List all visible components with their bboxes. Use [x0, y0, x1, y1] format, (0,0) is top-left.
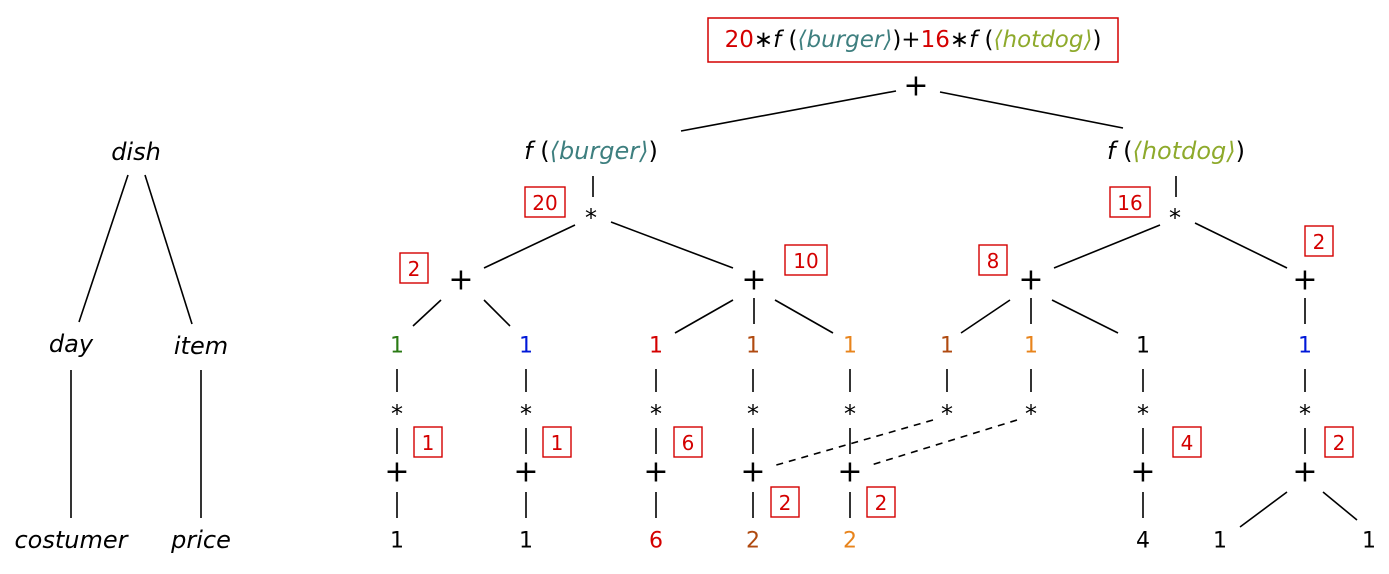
schema-edge-dish-item	[144, 174, 193, 325]
annotation-box-ann-mul-burger	[524, 186, 566, 218]
annotation-value-ann-plus-h1: 8	[987, 249, 1000, 273]
plus-operator-plus-b1: +	[448, 263, 473, 298]
value-c4-day: 1	[746, 334, 760, 359]
edge-plusb1-c2	[483, 299, 511, 327]
annotation-value-ann-c1: 1	[422, 431, 435, 455]
times-operator-c4-mul: *	[747, 400, 759, 428]
annotation-box-ann-c2	[542, 426, 572, 458]
tree-labels: dish day item costumer price 20∗f (⟨burger⟩)+…	[14, 27, 1376, 554]
annotation-box-ann-plus-h1	[978, 244, 1008, 276]
edge-mulh-plush1	[1053, 224, 1161, 269]
plus-operator-plus-h1: +	[1018, 263, 1043, 298]
annotation-box-ann-c3	[673, 426, 703, 458]
root-plus-operator: +	[903, 69, 928, 104]
function-node-hotdog: f (⟨hotdog⟩)	[1107, 137, 1245, 165]
edge-plush1-c8	[1051, 299, 1119, 334]
annotation-boxes	[399, 17, 1354, 518]
annotation-box-ann-plus-h2	[1304, 225, 1334, 257]
annotation-value-ann-c9: 2	[1333, 431, 1346, 455]
edge-mulb-plusb2	[610, 221, 734, 269]
annotation-box-ann-c1	[413, 426, 443, 458]
value-c7-day: 1	[1024, 334, 1038, 359]
function-node-burger: f (⟨burger⟩)	[524, 137, 658, 165]
annotation-value-ann-mul-burger: 20	[532, 191, 557, 215]
annotation-box-ann-c8	[1172, 426, 1202, 458]
tree-edges	[70, 90, 1358, 528]
edge-root-fhotdog	[939, 91, 1124, 129]
schema-node-dish: dish	[111, 138, 161, 166]
schema-node-price: price	[170, 526, 231, 554]
annotation-box-ann-mul-hotdog	[1109, 186, 1151, 218]
value-c2-day: 1	[519, 334, 533, 359]
plus-operator-c5-plus: +	[837, 455, 862, 490]
value-c6-day: 1	[940, 334, 954, 359]
value-c8-leaf: 4	[1136, 529, 1150, 554]
edge-c9-plus-leafb	[1322, 491, 1358, 521]
times-operator-c5-mul: *	[844, 400, 856, 428]
annotation-value-ann-c3: 6	[682, 431, 695, 455]
annotation-value-ann-mul-hotdog: 16	[1117, 191, 1142, 215]
value-c4-leaf: 2	[746, 529, 760, 554]
value-c1-leaf: 1	[390, 529, 404, 554]
times-operator-c6-mul: *	[941, 400, 953, 428]
edge-c9-plus-leafa	[1239, 491, 1288, 528]
value-c2-leaf: 1	[519, 529, 533, 554]
plus-operator-c3-plus: +	[643, 455, 668, 490]
times-operator-c1-mul: *	[391, 400, 403, 428]
annotation-box-ann-plus-b2	[784, 244, 828, 276]
shared-edge-c6-c4	[772, 419, 934, 467]
edge-plusb2-c5	[774, 299, 834, 334]
value-c3-leaf: 6	[649, 529, 663, 554]
annotation-box-ann-c4	[770, 486, 800, 518]
times-operator-c9-mul: *	[1299, 400, 1311, 428]
edge-mulb-plusb1	[483, 224, 576, 269]
schema-edge-dish-day	[78, 174, 129, 323]
times-operator-mul-burger: *	[585, 204, 597, 232]
annotation-box-ann-plus-b1	[399, 252, 429, 284]
annotation-value-ann-c5: 2	[875, 491, 888, 515]
value-c1-day: 1	[390, 334, 404, 359]
value-c8-day: 1	[1136, 334, 1150, 359]
times-operator-c7-mul: *	[1025, 400, 1037, 428]
edge-plusb2-c3	[674, 299, 734, 334]
times-operator-c8-mul: *	[1137, 400, 1149, 428]
value-c3-day: 1	[649, 334, 663, 359]
plus-operator-plus-b2: +	[741, 263, 766, 298]
plus-operator-c4-plus: +	[740, 455, 765, 490]
annotation-value-ann-plus-b2: 10	[793, 249, 818, 273]
schema-node-item: item	[174, 332, 228, 360]
plus-operator-c2-plus: +	[513, 455, 538, 490]
plus-operator-c1-plus: +	[384, 455, 409, 490]
edge-root-fburger	[680, 90, 897, 132]
expression-box	[707, 17, 1119, 63]
edge-plusb1-c1	[412, 299, 442, 327]
value-c9-day: 1	[1298, 334, 1312, 359]
plus-operator-c9-plus: +	[1292, 455, 1317, 490]
plus-operator-plus-h2: +	[1292, 263, 1317, 298]
value-c5-leaf: 2	[843, 529, 857, 554]
times-operator-mul-hotdog: *	[1169, 204, 1181, 232]
annotation-value-ann-c8: 4	[1181, 431, 1194, 455]
edge-mulh-plush2	[1194, 222, 1288, 269]
annotation-value-ann-c4: 2	[779, 491, 792, 515]
annotation-value-ann-c2: 1	[551, 431, 564, 455]
plus-operator-c8-plus: +	[1130, 455, 1155, 490]
expression-label: 20∗f (⟨burger⟩)+16∗f (⟨hotdog⟩)	[725, 27, 1102, 53]
schema-node-costumer: costumer	[14, 526, 129, 554]
edge-plush1-c6	[960, 299, 1011, 334]
value-c9-leaf-a: 1	[1213, 529, 1227, 554]
value-c5-day: 1	[843, 334, 857, 359]
annotation-box-ann-c9	[1324, 426, 1354, 458]
annotation-value-ann-plus-b1: 2	[408, 257, 421, 281]
schema-node-day: day	[49, 330, 94, 358]
times-operator-c3-mul: *	[650, 400, 662, 428]
value-c9-leaf-b: 1	[1362, 529, 1376, 554]
annotation-box-ann-c5	[866, 486, 896, 518]
annotation-value-ann-plus-h2: 2	[1313, 230, 1326, 254]
times-operator-c2-mul: *	[520, 400, 532, 428]
